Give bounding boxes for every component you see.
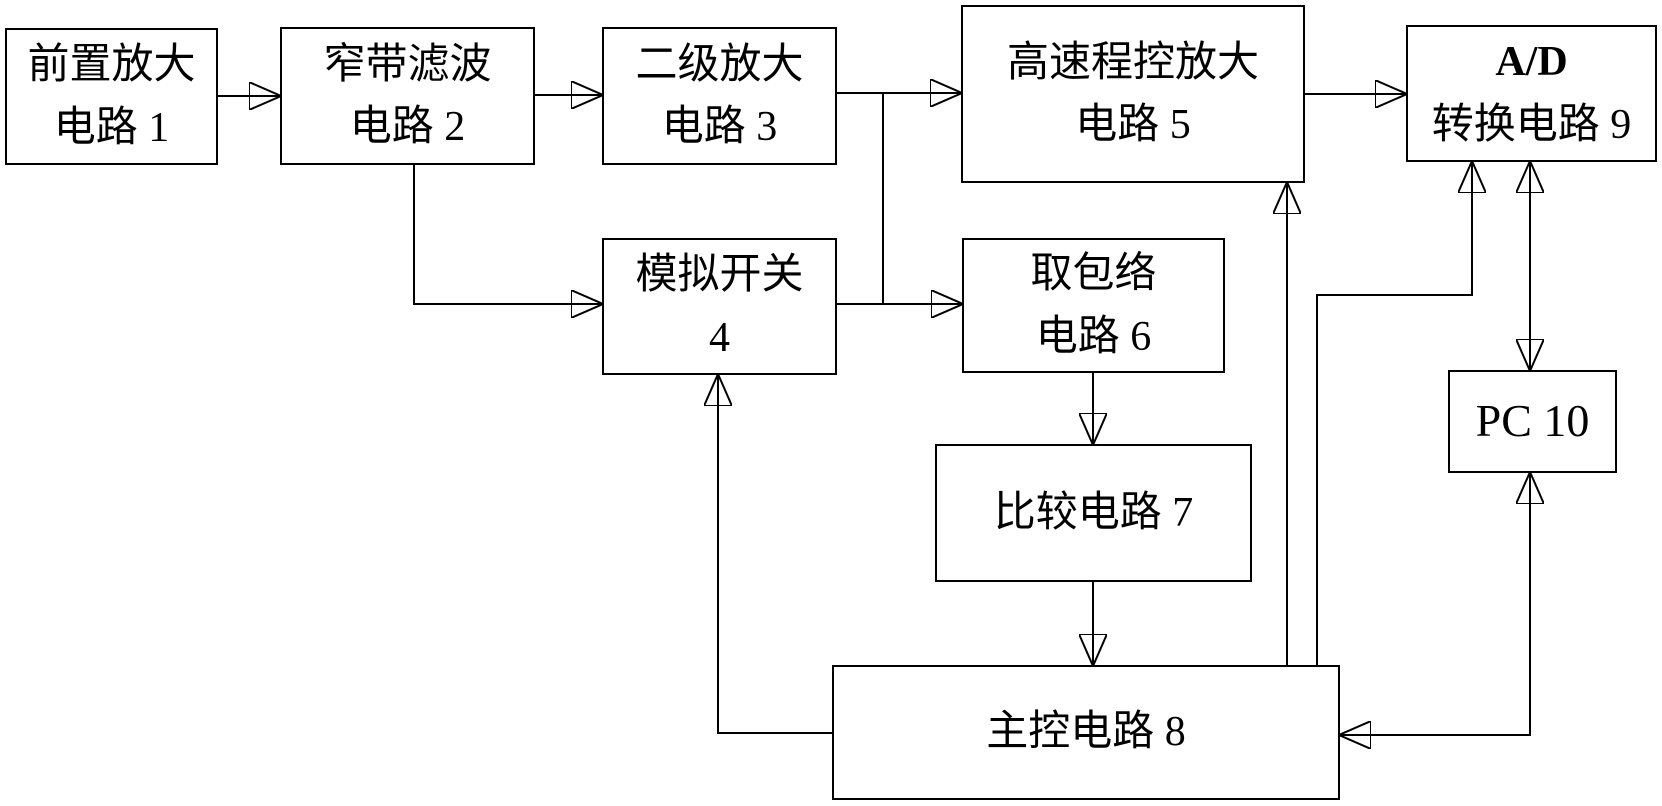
block-label: 取包络 [1030,251,1157,298]
block-pc-10: PC 10 [1448,370,1617,473]
edge-8-to-4 [718,375,832,734]
block-label: 电路 2 [349,104,466,150]
block-label: 比较电路 7 [993,489,1194,536]
block-analog-switch-4: 模拟开关 4 [602,238,837,375]
block-label: 窄带滤波 [323,41,492,88]
block-high-speed-programmable-amplifier-circuit-5: 高速程控放大 电路 5 [961,5,1305,183]
edge-8-to-9 [1316,162,1472,665]
block-second-stage-amplifier-circuit-3: 二级放大 电路 3 [602,27,837,165]
block-label: PC 10 [1475,395,1590,447]
block-preamp-circuit-1: 前置放大 电路 1 [5,28,218,165]
block-label: 高速程控放大 [1006,39,1259,86]
block-label: 二级放大 [635,41,804,88]
block-label: 模拟开关 [635,252,804,299]
block-label: 电路 1 [53,104,170,151]
block-label: 电路 5 [1075,102,1191,148]
block-ad-converter-circuit-9: A/D 转换电路 9 [1406,25,1657,162]
block-label: 主控电路 8 [986,709,1186,756]
block-label: 4 [709,314,730,361]
block-label: 电路 3 [661,104,778,150]
block-envelope-detector-circuit-6: 取包络 电路 6 [962,238,1225,373]
block-narrowband-filter-circuit-2: 窄带滤波 电路 2 [280,27,535,165]
block-main-control-circuit-8: 主控电路 8 [832,665,1340,800]
edge-2-to-4 [413,165,602,304]
block-label: 电路 6 [1035,313,1152,360]
edge-10-to-8-bidirectional [1340,473,1530,735]
block-label: 转换电路 9 [1431,101,1632,148]
block-label: A/D [1495,39,1568,86]
block-label: 前置放大 [27,42,196,89]
block-comparator-circuit-7: 比较电路 7 [935,444,1252,582]
